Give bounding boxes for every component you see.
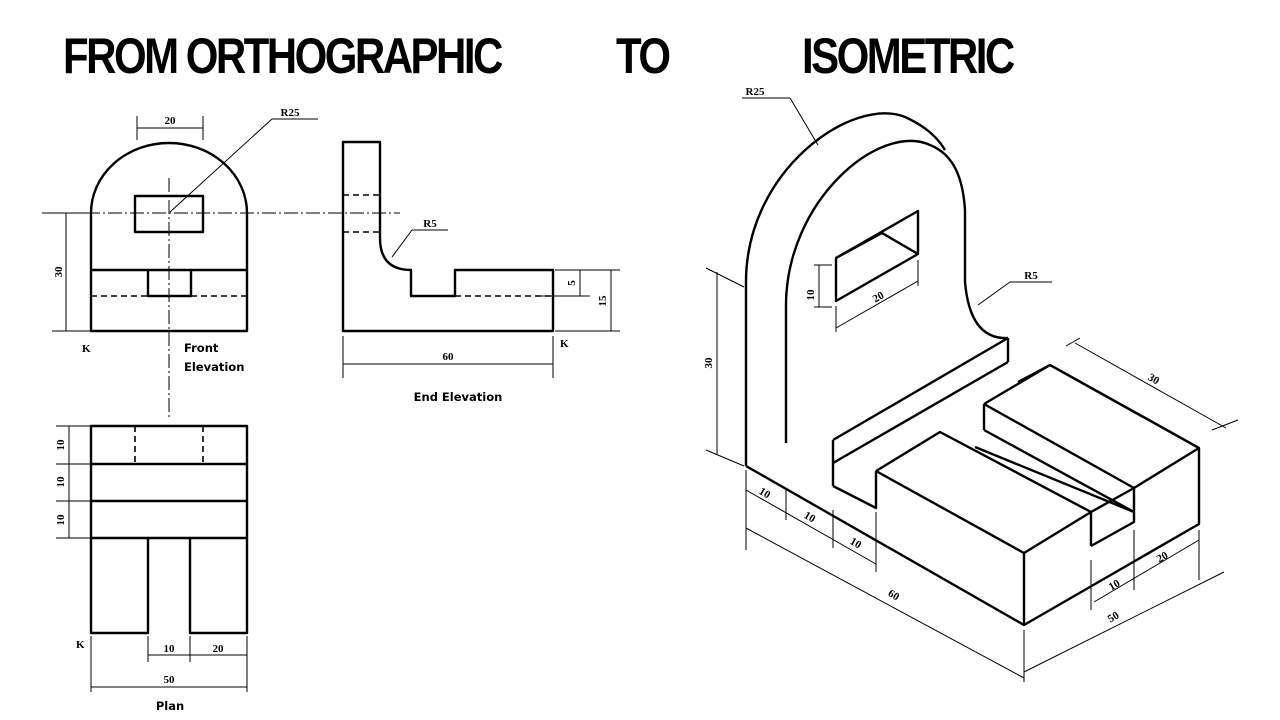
plan-dim-gap: 10: [164, 643, 176, 655]
iso-base-outline: [745, 363, 1201, 627]
iso-front-block: [875, 430, 1092, 514]
plan-corner-marker: K: [76, 639, 85, 651]
front-dim-height: 30: [53, 266, 65, 278]
iso-dim-line: [835, 280, 919, 329]
plan-outline: [89, 424, 249, 635]
title-from-orthographic: FROM ORTHOGRAPHIC: [63, 28, 503, 84]
end-dim-base-height: 15: [597, 295, 609, 307]
iso-slot-back-edge: [974, 445, 1135, 514]
plan-label: Plan: [156, 699, 184, 713]
iso-ledge-top-edge: [832, 336, 1009, 442]
iso-dim-a: 10: [757, 485, 773, 501]
title-to: TO: [616, 28, 671, 84]
end-corner-marker: K: [560, 338, 569, 350]
end-dim-fillet: R5: [423, 218, 437, 230]
front-dim-slot-width: 20: [165, 115, 177, 127]
plan-dim-2: 10: [55, 476, 67, 488]
front-corner-marker: K: [82, 343, 91, 355]
plan-dim-3: 10: [55, 514, 67, 526]
plan-view: 10 10 10 10 20 50 K Plan: [55, 424, 249, 713]
iso-front-block-top-right: [1023, 510, 1092, 555]
iso-slot-edge: [983, 428, 1135, 514]
iso-back-face: [744, 112, 947, 466]
iso-dim-line: [745, 489, 877, 565]
title-isometric: ISOMETRIC: [802, 28, 1015, 84]
iso-front-arc: [784, 139, 967, 443]
front-elevation-label-line2: Elevation: [184, 360, 244, 374]
iso-dim-ext: [705, 267, 745, 288]
iso-front-block-top-front: [875, 469, 1025, 555]
iso-hole-inner: [835, 231, 919, 260]
iso-raised-edge: [1133, 446, 1200, 490]
iso-dim-hole-h: 10: [805, 289, 817, 301]
end-elevation-label: End Elevation: [414, 390, 503, 404]
iso-dim-ext: [705, 449, 745, 467]
iso-raised-top-back: [983, 363, 1200, 450]
plan-dim-width: 50: [164, 674, 176, 686]
iso-dim-length: 60: [886, 587, 902, 603]
iso-dim-line: [1023, 571, 1225, 673]
iso-fillet-leader: [977, 281, 1011, 306]
iso-slot-floor-front: [1090, 512, 1136, 548]
iso-dim-ext: [1211, 419, 1239, 431]
iso-dim-line: [1074, 342, 1227, 429]
end-dim-length: 60: [443, 351, 455, 363]
plan-dim-1: 10: [55, 439, 67, 451]
isometric-view: R25 R5 30 10 20 30: [703, 86, 1239, 682]
iso-dim-fillet: R5: [1024, 270, 1038, 282]
front-elevation-label-line1: Front: [184, 341, 219, 355]
end-elevation: R5 5 15 60 K End Elevation: [341, 140, 620, 404]
iso-dim-d: 10: [1107, 577, 1123, 593]
iso-fillet: [963, 210, 1009, 340]
plan-dim-side: 20: [213, 643, 225, 655]
iso-raised-top-front: [983, 402, 1135, 490]
iso-radius-leader: [789, 97, 819, 146]
iso-dim-line: [1093, 539, 1200, 603]
iso-dim-radius: R25: [746, 86, 765, 98]
iso-ledge-lower-edge: [832, 360, 1009, 465]
front-elevation: 20 R25 30 K Front Elevation: [42, 107, 400, 420]
iso-dim-hole-w: 20: [871, 289, 887, 305]
end-fillet-leader: [391, 229, 413, 258]
front-outline: [89, 141, 249, 333]
iso-dim-line: [745, 527, 1025, 679]
iso-dim-top-depth: 30: [1146, 371, 1162, 387]
front-dim-radius: R25: [281, 107, 300, 119]
end-outline: [341, 140, 555, 333]
iso-base-step: [832, 471, 878, 510]
iso-dim-width: 50: [1106, 609, 1122, 625]
end-dim-slot-depth: 5: [566, 280, 578, 286]
iso-dim-e: 20: [1155, 549, 1171, 565]
front-radius-leader: [169, 118, 273, 213]
iso-dim-height: 30: [703, 357, 715, 369]
iso-dim-ext: [1065, 337, 1081, 347]
